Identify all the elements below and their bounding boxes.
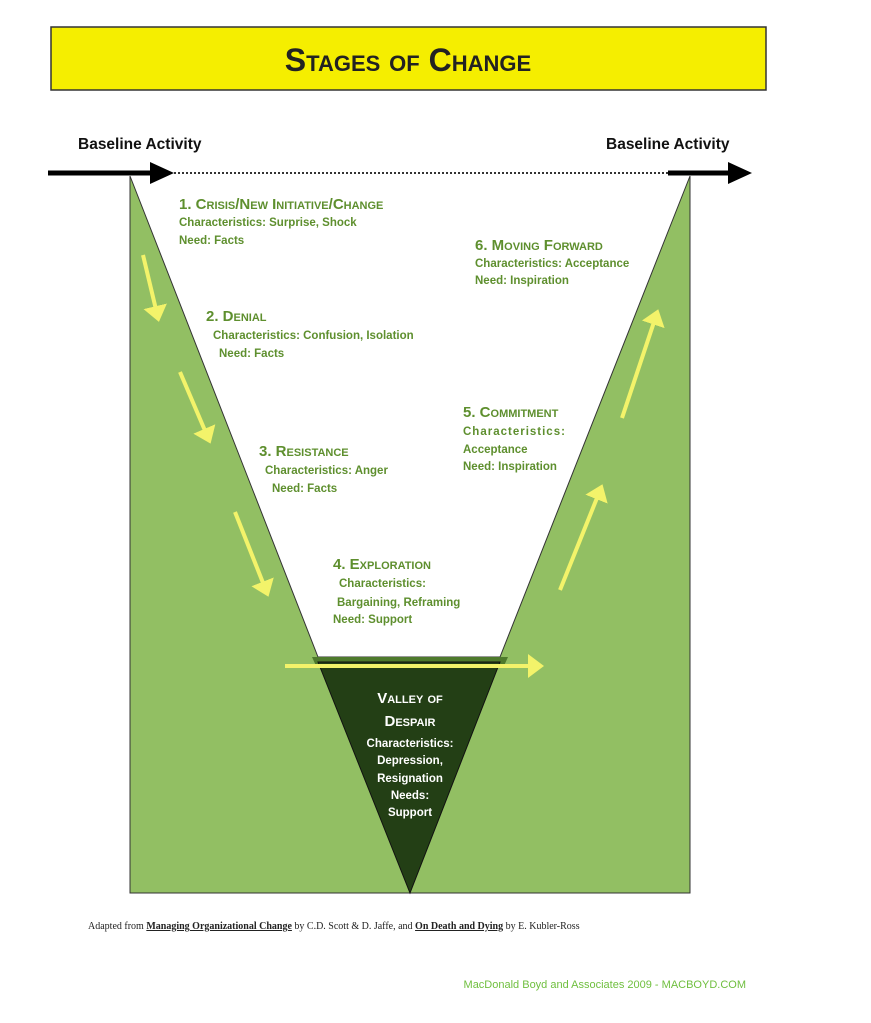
stage-5: 5. Commitment Characteristics: Acceptanc…: [463, 404, 566, 473]
up-arrow-icon: [620, 309, 665, 419]
valley-line: Resignation: [377, 773, 443, 785]
down-arrow-icon: [233, 511, 274, 597]
stage-characteristics: Characteristics: Acceptance: [475, 258, 629, 270]
book-title: On Death and Dying: [415, 921, 503, 932]
valley-of-despair-triangle: [317, 661, 501, 895]
valley-title: Valley of: [377, 690, 443, 707]
stage-title: 6. Moving Forward: [475, 237, 603, 254]
baseline-left-arrow-icon: [48, 162, 174, 184]
stage-title: 3. Resistance: [259, 443, 349, 460]
stage-characteristics: Characteristics: Confusion, Isolation: [213, 330, 414, 342]
stage-characteristics: Characteristics: Surprise, Shock: [179, 217, 357, 229]
attribution: Adapted from Managing Organizational Cha…: [88, 921, 580, 932]
stage-need: Need: Inspiration: [463, 461, 557, 473]
stage-characteristics-value: Bargaining, Reframing: [337, 597, 460, 609]
stage-title: 2. Denial: [206, 308, 267, 325]
title-banner: [50, 26, 767, 91]
stage-need: Need: Support: [333, 614, 412, 626]
stage-characteristics-value: Acceptance: [463, 444, 528, 456]
down-arrow-icon: [178, 371, 216, 444]
valley-line: Depression,: [377, 755, 443, 767]
attribution-prefix: Adapted from: [88, 921, 146, 932]
attribution-mid: by C.D. Scott & D. Jaffe, and: [292, 921, 415, 932]
baseline-left-label: Baseline Activity: [78, 136, 202, 153]
attribution-suffix: by E. Kubler-Ross: [503, 921, 580, 932]
stage-1: 1. Crisis/New Initiative/Change Characte…: [179, 196, 383, 247]
stage-6: 6. Moving Forward Characteristics: Accep…: [475, 237, 629, 287]
stage-need: Need: Facts: [179, 235, 244, 247]
valley-line: Support: [388, 807, 432, 819]
stage-title: 1. Crisis/New Initiative/Change: [179, 196, 383, 213]
stage-title: 4. Exploration: [333, 556, 431, 573]
book-title: Managing Organizational Change: [146, 921, 292, 932]
stage-title: 5. Commitment: [463, 404, 559, 421]
baseline-right-label: Baseline Activity: [606, 136, 730, 153]
stage-characteristics: Characteristics:: [339, 578, 426, 590]
stage-characteristics: Characteristics:: [463, 426, 566, 438]
valley-title: Despair: [385, 713, 436, 730]
stage-3: 3. Resistance Characteristics: Anger Nee…: [259, 443, 388, 495]
stage-need: Need: Facts: [272, 483, 337, 495]
valley-line: Needs:: [391, 790, 429, 802]
valley-of-despair: Valley of Despair Characteristics: Depre…: [367, 690, 454, 819]
credit: MacDonald Boyd and Associates 2009 - MAC…: [464, 979, 746, 991]
down-arrow-icon: [141, 254, 167, 322]
stage-need: Need: Facts: [219, 348, 284, 360]
page-title: Stages of Change: [285, 42, 531, 78]
up-arrow-icon: [558, 484, 608, 591]
stage-need: Need: Inspiration: [475, 275, 569, 287]
stage-2: 2. Denial Characteristics: Confusion, Is…: [206, 308, 414, 360]
baseline-right-arrow-icon: [668, 162, 752, 184]
stage-4: 4. Exploration Characteristics: Bargaini…: [333, 556, 460, 626]
stage-characteristics: Characteristics: Anger: [265, 465, 388, 477]
valley-line: Characteristics:: [367, 738, 454, 750]
